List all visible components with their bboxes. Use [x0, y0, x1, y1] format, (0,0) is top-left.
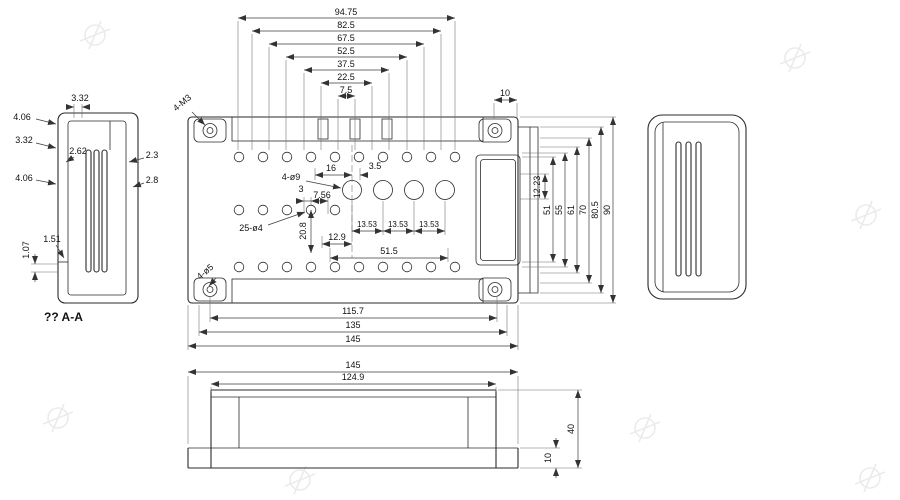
inner-dim-13-53-b: 13.53: [388, 220, 409, 229]
inner-dim-13-53-a: 13.53: [357, 220, 378, 229]
bottom-dim-135: 135: [345, 320, 360, 330]
right-dim-90: 90: [602, 205, 612, 215]
vent-slot: [317, 118, 329, 140]
sec-dim-foot-height: 1.07: [21, 241, 31, 259]
top-chain-dim-5: 22.5: [337, 72, 355, 82]
top-dimension-chain: 94.75 82.5 67.5 52.5 37.5 22.5 7.5: [237, 7, 456, 150]
side-view-inner: [654, 121, 740, 293]
front-dimensions: 145 124.9 40 10: [187, 360, 582, 478]
watermark-icon: [79, 20, 111, 50]
front-dim-124-9: 124.9: [342, 372, 365, 382]
vent-slot: [381, 118, 393, 140]
watermark-icon: [42, 403, 74, 433]
inner-dim-12-23: 12.23: [532, 176, 542, 199]
sec-dim-left-top: 4.06: [13, 112, 31, 122]
callout-25-d4: 25-ø4: [239, 223, 263, 233]
top-view-body: [187, 116, 519, 304]
watermark-icon: [854, 463, 886, 493]
sec-dim-foot: 1.51: [43, 234, 61, 244]
right-dim-61: 61: [566, 205, 576, 215]
front-dim-145: 145: [345, 360, 360, 370]
right-dimensions: 51 55 61 70 80.5 90: [520, 116, 616, 304]
sec-dim-right-wall: 2.8: [146, 175, 159, 185]
section-view: 3.32 4.06 3.32 2.62 4.06 2.3 2.8 1.51 1.…: [13, 93, 158, 324]
callout-4-d9: 4-ø9: [282, 172, 301, 182]
hole-row-bottom: [233, 261, 461, 273]
section-cavity: [67, 120, 127, 296]
inner-dim-3: 3: [298, 184, 303, 194]
inner-dimensions: 16 3.5 3 7.56 20.8 13.53 13.53 13.53: [296, 161, 549, 262]
inner-dim-16: 16: [326, 163, 336, 173]
bottom-dim-115-7: 115.7: [342, 306, 364, 316]
section-slot: [85, 149, 92, 273]
top-chain-dim-1: 82.5: [337, 20, 355, 30]
corner-bosses: [193, 118, 512, 302]
terminal-opening: [475, 154, 521, 266]
right-dim-80-5: 80.5: [590, 201, 600, 219]
top-dim-10: 10: [500, 88, 510, 98]
sec-dim-left-lower: 4.06: [15, 173, 33, 183]
large-holes: [342, 180, 455, 200]
front-dim-40: 40: [566, 424, 576, 434]
watermark-icon: [850, 200, 882, 230]
section-outer-wall: [57, 112, 139, 304]
top-strip: [231, 116, 484, 142]
sec-dim-right-inner: 2.3: [146, 150, 159, 160]
side-slot: [675, 141, 682, 277]
side-view-outline: [647, 114, 747, 300]
side-slot: [685, 141, 692, 277]
top-view: 94.75 82.5 67.5 52.5 37.5 22.5 7.5 10 4-…: [171, 7, 616, 350]
right-dim-55: 55: [554, 205, 564, 215]
inner-dim-20-8: 20.8: [298, 222, 308, 240]
inner-dim-12-9: 12.9: [328, 232, 346, 242]
watermark-icon: [779, 43, 811, 73]
watermark-icon: [284, 465, 316, 495]
side-view: [647, 114, 747, 300]
top-chain-dim-0: 94.75: [335, 7, 358, 17]
dim-10-top-right: 10: [493, 88, 518, 119]
right-dim-70: 70: [578, 205, 588, 215]
side-slot: [695, 141, 702, 277]
terminal-opening-inner: [480, 159, 516, 261]
bottom-dim-145: 145: [345, 334, 360, 344]
top-chain-dim-4: 37.5: [337, 59, 355, 69]
watermarks: [42, 20, 886, 495]
watermark-icon: [629, 413, 661, 443]
section-slot: [93, 149, 100, 273]
sec-dim-left-wall: 3.32: [15, 135, 33, 145]
section-slot: [101, 149, 108, 273]
inner-dim-3-5: 3.5: [369, 161, 382, 171]
callout-4-d5: 4-ø5: [195, 262, 216, 282]
sec-dim-inner-top: 2.62: [69, 146, 87, 156]
section-dimensions: 3.32 4.06 3.32 2.62 4.06 2.3 2.8 1.51 1.…: [13, 93, 158, 282]
front-dim-10: 10: [543, 453, 553, 463]
front-view: 145 124.9 40 10: [187, 360, 582, 478]
top-chain-dim-6: 7.5: [340, 85, 353, 95]
sec-dim-wall-top: 3.32: [71, 93, 89, 103]
section-label: ?? A-A: [44, 310, 83, 324]
right-dim-51: 51: [542, 205, 552, 215]
inner-dim-51-5: 51.5: [380, 246, 398, 256]
callout-4-m3: 4-M3: [171, 92, 193, 113]
hole-row-middle: [233, 204, 341, 216]
bottom-strip: [231, 278, 484, 304]
inner-dim-13-53-c: 13.53: [419, 220, 440, 229]
hole-row-top: [233, 151, 461, 163]
right-flange: [518, 126, 539, 294]
bottom-dimensions: 115.7 135 145: [187, 297, 519, 350]
inner-dim-7-56: 7.56: [313, 190, 331, 200]
top-chain-dim-3: 52.5: [337, 46, 355, 56]
top-chain-dim-2: 67.5: [337, 33, 355, 43]
